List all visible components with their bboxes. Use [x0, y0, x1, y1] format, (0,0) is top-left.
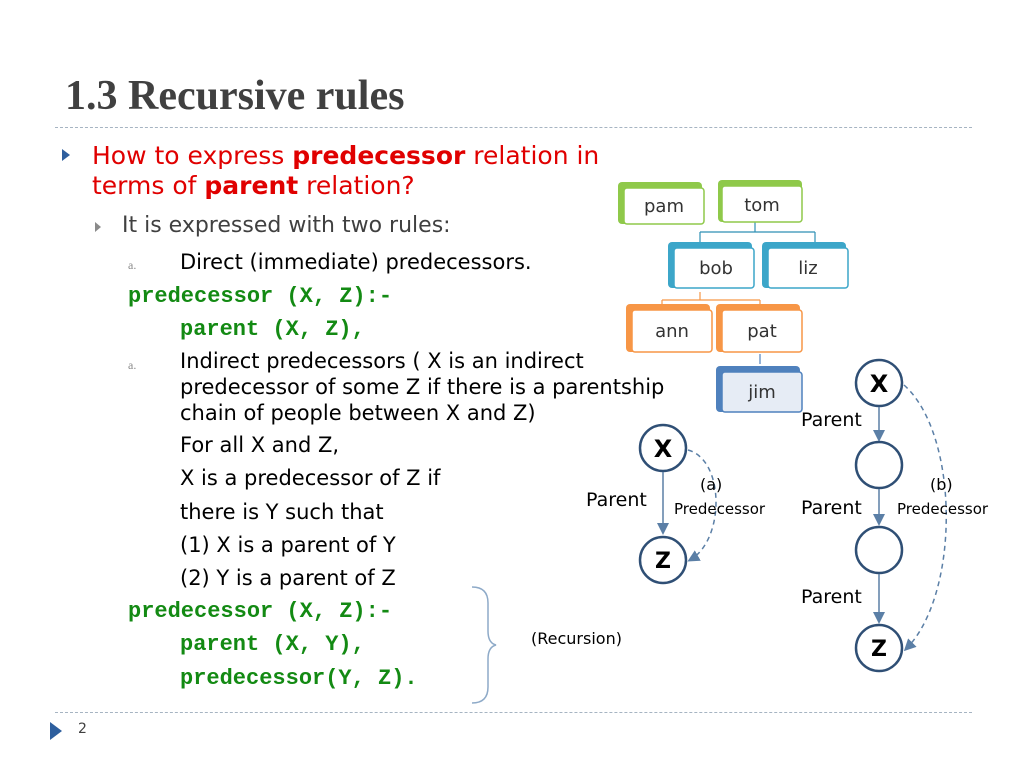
tree-node-jim: jim [716, 366, 803, 413]
node-x-circle [638, 423, 688, 473]
node-intermediate-2 [854, 525, 904, 575]
node-intermediate-1 [854, 440, 904, 490]
main-bullet-line-2: terms of parent relation? [92, 171, 415, 200]
code-rule2-line3: predecessor(Y, Z). [180, 666, 418, 691]
node-x-circle [854, 358, 904, 408]
page-number: 2 [78, 721, 87, 737]
diagram-b-parent-label-1: Parent [801, 409, 862, 431]
recursion-brace [471, 586, 497, 704]
text-xpred: X is a predecessor of Z if [180, 466, 441, 490]
item-marker: a. [128, 258, 137, 272]
tree-node-pat: pat [716, 304, 803, 353]
svg-text:bob: bob [699, 258, 733, 279]
svg-text:pat: pat [747, 321, 777, 342]
node-z-label: Z [871, 637, 887, 662]
bullet-arrow-icon [62, 149, 70, 161]
tree-node-tom: tom [718, 180, 803, 223]
code-rule1-line1: predecessor (X, Z):- [128, 284, 393, 309]
tree-node-bob: bob [668, 242, 755, 289]
svg-text:liz: liz [798, 258, 817, 279]
slide-title: 1.3 Recursive rules [65, 73, 405, 119]
item-direct-text: Direct (immediate) predecessors. [180, 250, 532, 274]
node-x-label: X [870, 370, 889, 398]
node-z-circle [854, 623, 904, 673]
text-cond-1: (1) X is a parent of Y [180, 533, 396, 557]
sub-bullet-arrow-icon [95, 222, 101, 232]
item-indirect-line3: chain of people between X and Z) [180, 401, 536, 425]
item-indirect-line1: Indirect predecessors ( X is an indirect [180, 349, 584, 373]
diagram-b: X Z [854, 358, 947, 673]
diagram-b-predecessor-label: Predecessor [897, 500, 989, 518]
footer-arrow-icon [50, 722, 62, 740]
svg-text:ann: ann [655, 321, 689, 342]
title-divider [55, 127, 972, 128]
svg-text:pam: pam [644, 196, 684, 217]
recursion-label: (Recursion) [531, 629, 622, 648]
predecessor-dashed-arrow [903, 384, 947, 652]
footer-divider [55, 712, 972, 713]
node-z-label: Z [655, 549, 671, 574]
tree-node-liz: liz [762, 242, 849, 289]
diagram-a: X Z [638, 423, 717, 585]
tree-node-ann: ann [626, 304, 713, 353]
item-indirect-line2: predecessor of some Z if there is a pare… [180, 375, 665, 399]
sub-bullet-text: It is expressed with two rules: [122, 213, 451, 238]
node-z-circle [638, 535, 688, 585]
node-x-label: X [654, 435, 673, 463]
code-rule2-line1: predecessor (X, Z):- [128, 599, 393, 624]
code-rule2-line2: parent (X, Y), [180, 632, 365, 657]
code-rule1-line2: parent (X, Z), [180, 317, 365, 342]
diagram-b-parent-label-2: Parent [801, 497, 862, 519]
diagram-a-predecessor-label: Predecessor [674, 500, 766, 518]
text-cond-2: (2) Y is a parent of Z [180, 566, 396, 590]
svg-text:jim: jim [747, 382, 776, 403]
diagram-b-tag: (b) [930, 475, 953, 494]
diagram-a-tag: (a) [700, 475, 723, 494]
family-tree: pam tom bob liz ann pat jim [618, 180, 849, 413]
main-bullet-line-1: How to express predecessor relation in [92, 141, 600, 170]
text-forall: For all X and Z, [180, 433, 340, 457]
svg-text:tom: tom [744, 195, 780, 216]
predecessor-dashed-arrow [687, 449, 717, 562]
item-marker: a. [128, 358, 137, 372]
tree-node-pam: pam [618, 182, 705, 225]
diagram-b-parent-label-3: Parent [801, 586, 862, 608]
text-there-is-y: there is Y such that [180, 500, 384, 524]
diagram-a-parent-label: Parent [586, 489, 647, 511]
